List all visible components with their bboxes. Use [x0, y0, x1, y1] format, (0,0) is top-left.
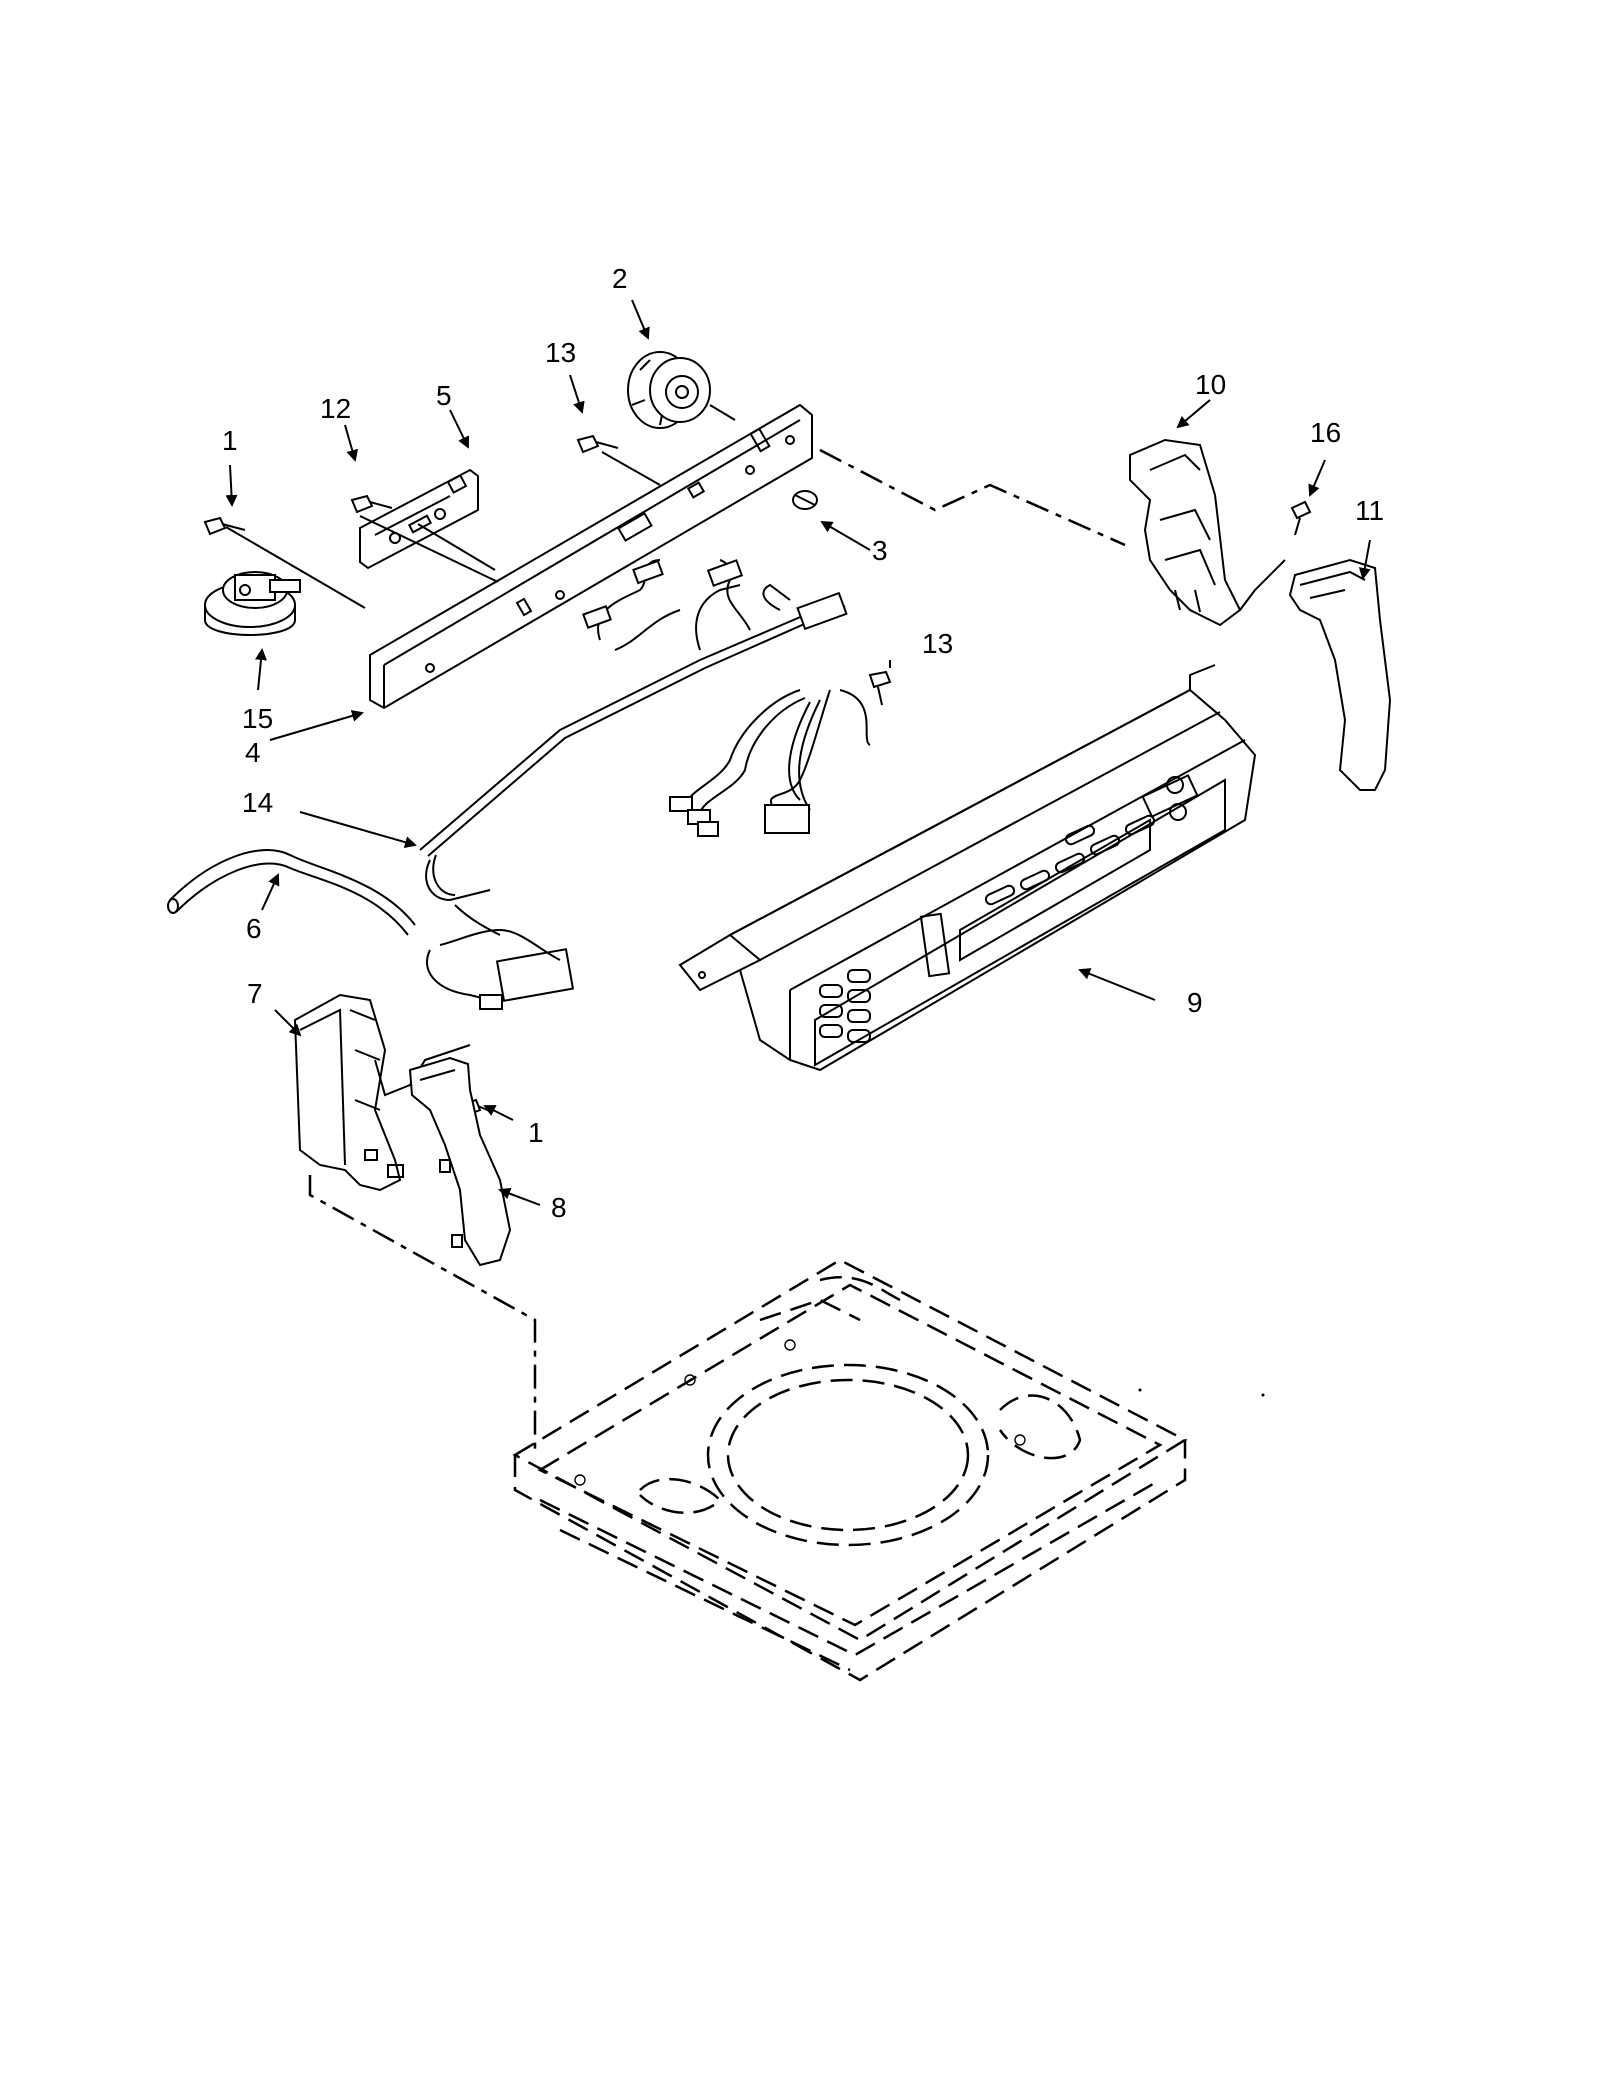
part-14-wire-harness — [419, 559, 871, 1010]
part-10-end-bracket — [1129, 438, 1286, 627]
callout-16: 16 — [1310, 417, 1341, 448]
callout-6: 6 — [246, 913, 262, 944]
part-11-right-end-cap — [1288, 558, 1392, 791]
callout-10: 10 — [1195, 369, 1226, 400]
part-7-left-bracket — [293, 993, 471, 1192]
leader-line-10 — [819, 448, 1126, 547]
callout-7: 7 — [247, 978, 263, 1009]
callout-13-right: 13 — [922, 628, 953, 659]
callout-4: 4 — [245, 737, 261, 768]
part-3-clip — [792, 490, 818, 510]
part-9-console-panel — [678, 664, 1257, 1072]
speck — [1261, 1393, 1265, 1397]
callout-labels: 1 2 3 4 5 6 7 8 9 10 11 12 13 13 14 15 1… — [222, 263, 1384, 1223]
speck — [1138, 1388, 1142, 1392]
screw-icon — [203, 434, 1312, 1118]
callout-5: 5 — [436, 380, 452, 411]
part-8-left-end-cap — [408, 1056, 512, 1267]
callout-9: 9 — [1187, 987, 1203, 1018]
callout-8: 8 — [551, 1192, 567, 1223]
callout-15: 15 — [242, 703, 273, 734]
part-4-console-bracket — [369, 403, 813, 710]
callout-13-top: 13 — [545, 337, 576, 368]
part-5-plate — [359, 468, 479, 570]
callout-11: 11 — [1355, 495, 1384, 526]
leader-line-7 — [308, 1175, 537, 1450]
callout-arrows — [225, 299, 1371, 1206]
callout-14: 14 — [242, 787, 273, 818]
part-2-timer-motor — [627, 351, 736, 429]
part-6-hose — [167, 849, 416, 936]
callout-2: 2 — [612, 263, 628, 294]
part-15-pressure-switch — [204, 571, 301, 636]
cabinet-top-outline — [512, 1258, 1188, 1682]
callout-12: 12 — [320, 393, 351, 424]
callout-3: 3 — [872, 535, 888, 566]
callout-1-top: 1 — [222, 425, 238, 456]
callout-1-bottom: 1 — [528, 1117, 544, 1148]
